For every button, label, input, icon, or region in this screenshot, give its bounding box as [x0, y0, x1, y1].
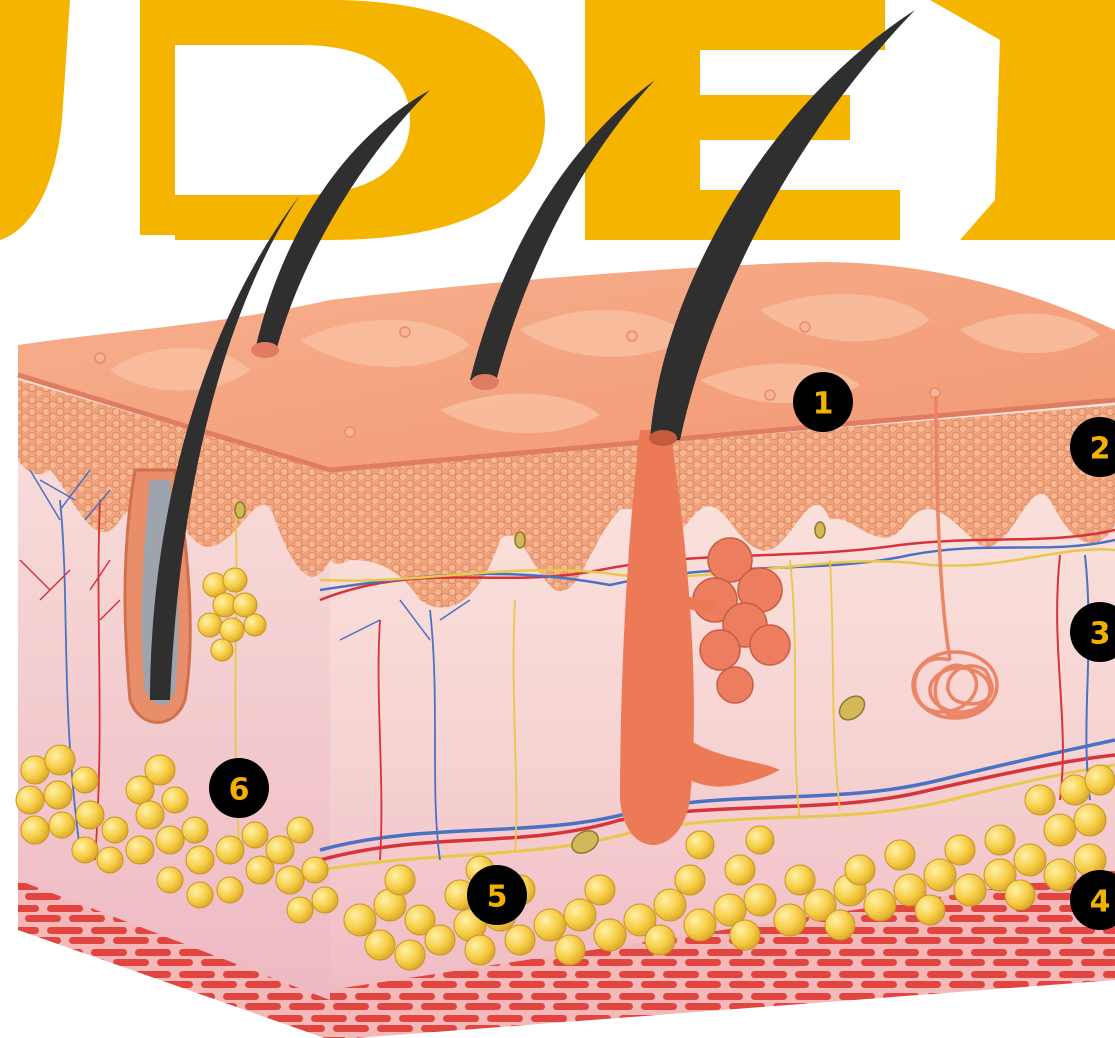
marker-3-label: 3 [1090, 617, 1111, 652]
marker-6-label: 6 [229, 773, 250, 808]
title-letter-D [140, 0, 545, 240]
marker-5-label: 5 [487, 880, 508, 915]
title-letter-R-fragment [930, 0, 1115, 240]
marker-1: 1 [793, 372, 853, 432]
marker-1-label: 1 [813, 387, 834, 422]
marker-6: 6 [209, 758, 269, 818]
marker-2-label: 2 [1090, 432, 1111, 467]
marker-4-label: 4 [1090, 885, 1111, 920]
marker-5: 5 [467, 865, 527, 925]
title-letter-left-fragment [0, 0, 70, 240]
